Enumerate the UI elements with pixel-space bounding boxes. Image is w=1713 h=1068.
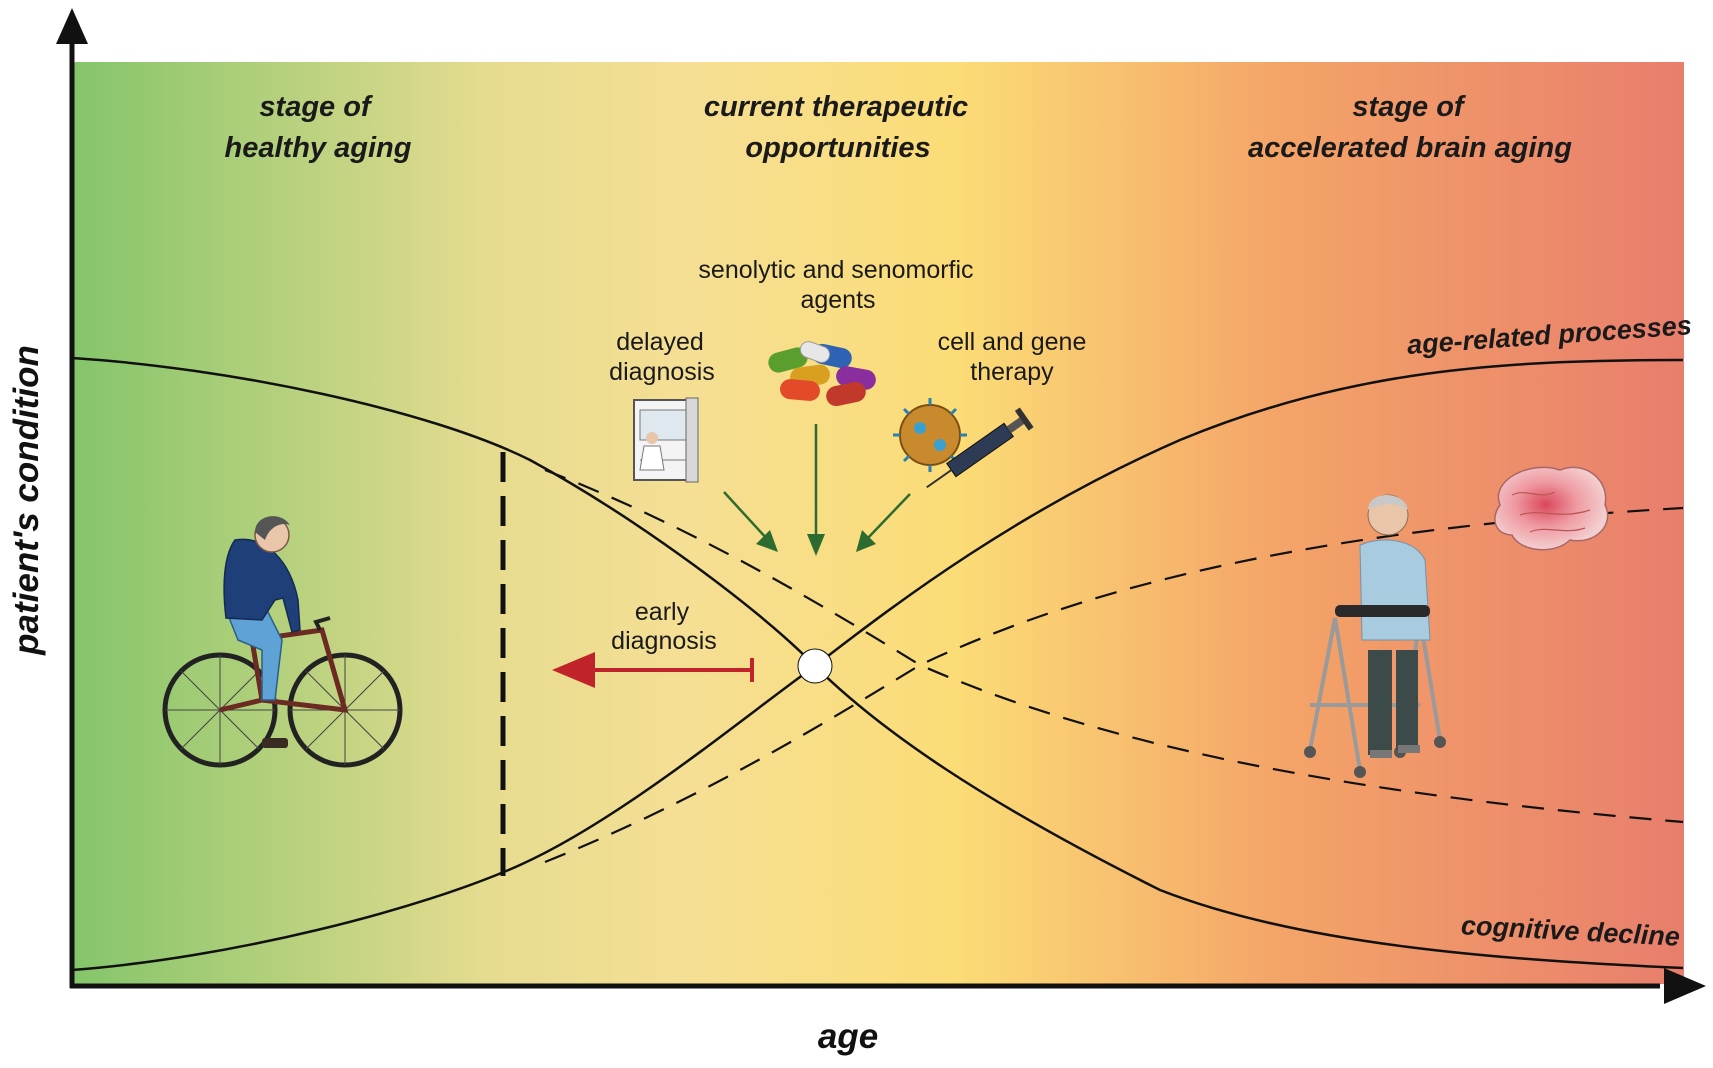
therapy-arrows — [723, 424, 911, 556]
pills-icon — [768, 341, 876, 407]
stage-accelerated-title-line1: stage of — [1352, 91, 1467, 123]
axes — [56, 8, 1706, 1004]
senolytic-label-line1: senolytic and senomorfic — [698, 256, 973, 284]
lab-scientist-icon — [633, 397, 699, 483]
delayed-diagnosis-label-line1: delayed — [616, 328, 704, 356]
intersection-point — [797, 648, 833, 684]
cell-gene-label-line2: therapy — [970, 358, 1054, 386]
x-axis-label: age — [818, 1017, 878, 1056]
early-diagnosis-arrow — [552, 652, 754, 688]
elderly-walker-icon — [1304, 494, 1446, 778]
background-gradient — [72, 62, 1684, 984]
cyclist-icon — [162, 516, 403, 768]
delayed-diagnosis-label-line2: diagnosis — [609, 358, 715, 386]
y-axis-label: patient's condition — [7, 345, 46, 656]
stage-therapeutic-title-line2: opportunities — [745, 132, 930, 164]
stage-healthy-title-line2: healthy aging — [225, 132, 412, 164]
stage-healthy-title-line1: stage of — [259, 91, 374, 123]
virus-syringe-icon — [893, 398, 1034, 489]
early-diagnosis-label-line2: diagnosis — [611, 627, 717, 655]
dashed-curves — [544, 468, 1684, 864]
brain-icon — [1494, 466, 1609, 551]
stage-accelerated-title-line2: accelerated brain aging — [1248, 132, 1572, 164]
early-diagnosis-label-line1: early — [635, 598, 690, 626]
senolytic-label-line2: agents — [800, 286, 875, 314]
stage-therapeutic-title-line1: current therapeutic — [704, 91, 968, 123]
cell-gene-label-line1: cell and gene — [938, 328, 1087, 356]
